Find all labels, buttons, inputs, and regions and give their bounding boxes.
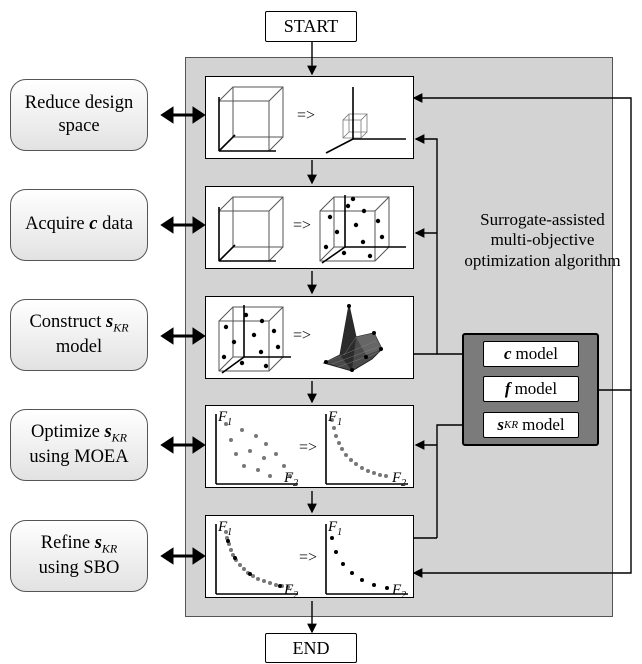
axis-f2-label: F2: [283, 470, 298, 487]
cube-reduce-illustration: [218, 86, 406, 154]
step-optimize-skr: Optimize sKR using MOEA: [10, 409, 148, 481]
step-reduce-design-space: Reduce design space: [10, 79, 148, 151]
axis-f1-label: F1: [217, 409, 232, 428]
pareto-front-initial: F1 F2 F1 F2: [215, 409, 408, 489]
figure-construct-model: =>: [205, 296, 414, 379]
figure-reduce-space: =>: [205, 76, 414, 159]
end-terminal: END: [265, 633, 357, 663]
transform-arrow: =>: [293, 217, 312, 234]
step-construct-skr-model: Construct sKR model: [10, 299, 148, 371]
transform-arrow: =>: [299, 549, 318, 566]
axis-f1-label: F1: [217, 519, 232, 538]
f-model-link: [412, 93, 632, 391]
transform-arrow: =>: [293, 327, 312, 344]
step-refine-skr: Refine sKR using SBO: [10, 520, 148, 592]
start-terminal: START: [265, 11, 357, 42]
pareto-front-refined: F1 F2 F1 F2: [215, 519, 408, 601]
figure-acquire-data: =>: [205, 186, 414, 269]
f-model-link-2: [412, 390, 632, 578]
axis-f1-label: F1: [327, 409, 342, 428]
figure-optimize-moea: F1 F2 F1 F2 =>: [205, 405, 414, 489]
axis-f2-label: F2: [391, 470, 406, 487]
algorithm-note: Surrogate-assisted multi-objective optim…: [464, 210, 621, 270]
surrogate-surface-illustration: [218, 304, 383, 374]
transform-arrow: =>: [299, 439, 318, 456]
axis-f1-label: F1: [327, 519, 342, 538]
axis-f2-label: F2: [283, 582, 298, 597]
axis-f2-label: F2: [391, 582, 406, 597]
step-acquire-c-data: Acquire c data: [10, 189, 148, 261]
c-model-link: [414, 134, 483, 355]
transform-arrow: =>: [297, 107, 316, 124]
start-label: START: [283, 16, 339, 36]
cube-sampling-illustration: [218, 195, 406, 264]
end-label: END: [292, 637, 330, 658]
figure-refine-sbo: F1 F2 F1 F2 =>: [205, 515, 414, 601]
